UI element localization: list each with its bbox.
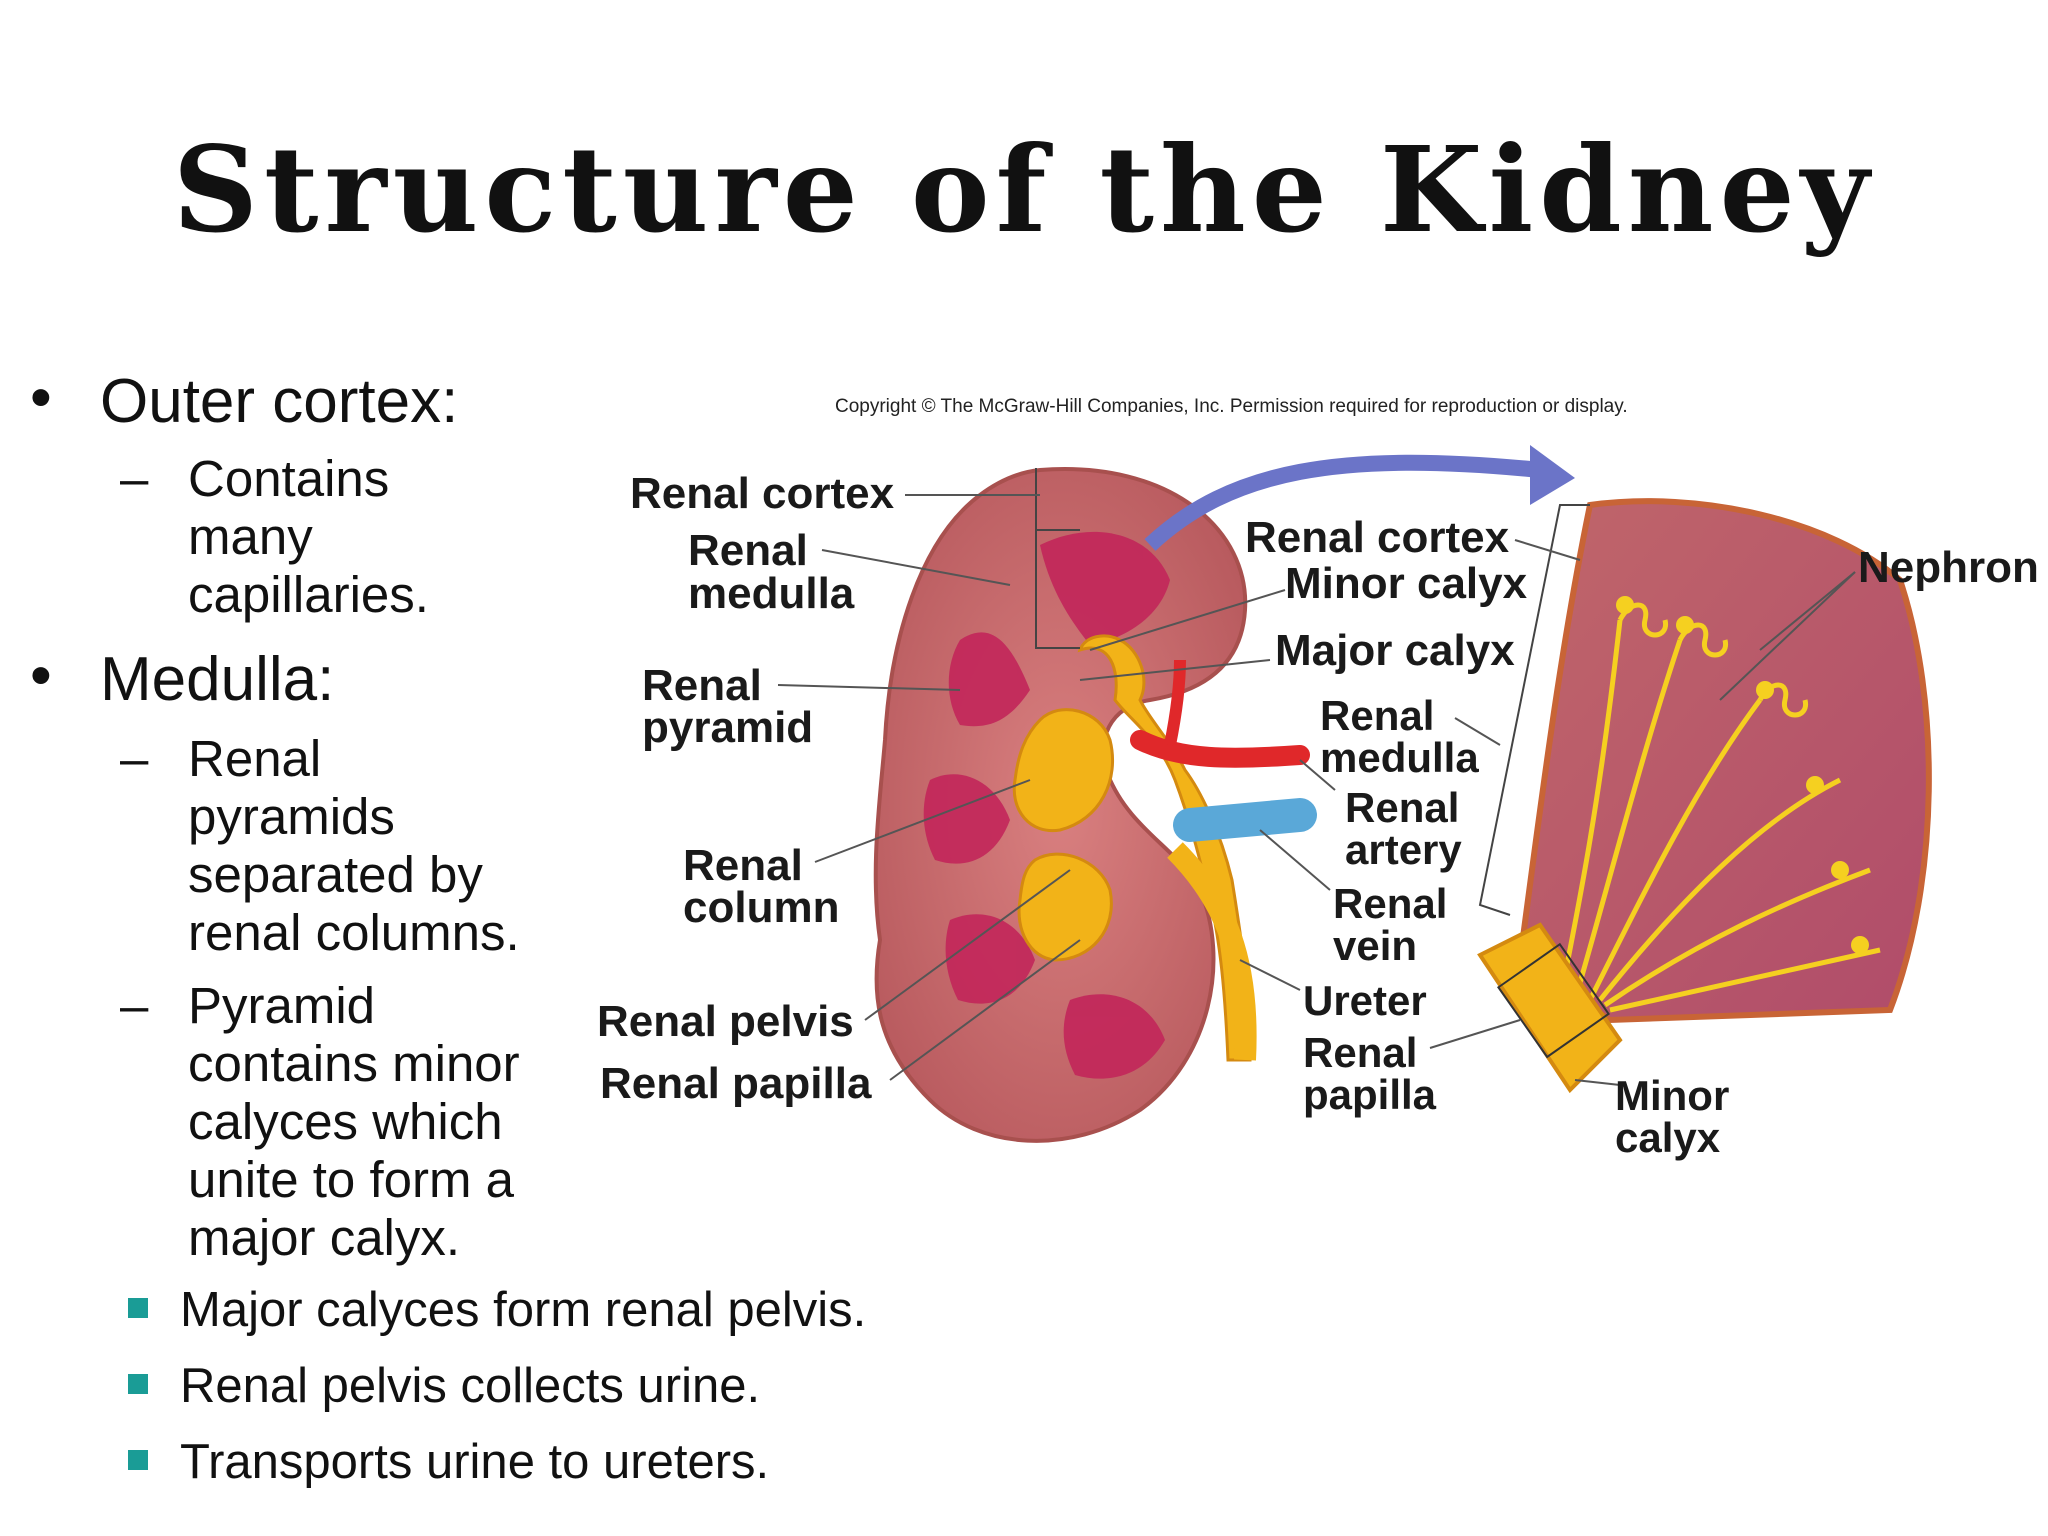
dash-icon: – — [120, 977, 149, 1034]
label-renal-artery-2: artery — [1345, 826, 1462, 873]
sub-line: renal columns. — [188, 904, 520, 961]
label-renal-column-2: column — [683, 883, 839, 932]
dash-icon: – — [120, 730, 149, 787]
bullet-dot-icon: • — [30, 641, 52, 710]
sub-line: unite to form a — [188, 1151, 514, 1208]
copyright-notice: Copyright © The McGraw-Hill Companies, I… — [835, 396, 1628, 417]
label-major-calyx: Major calyx — [1275, 626, 1515, 675]
label-renal-papilla-right: Renal — [1303, 1029, 1417, 1076]
arrow-head-icon — [1530, 445, 1575, 505]
label-nephron: Nephron — [1858, 543, 2039, 592]
square-bullet-1: Major calyces form renal pelvis. — [128, 1282, 867, 1338]
square-bullet-icon — [128, 1450, 148, 1470]
sub-line: many — [188, 508, 313, 565]
bullet-heading: Outer cortex: — [100, 367, 459, 436]
sub-line: capillaries. — [188, 566, 429, 623]
bullet-outer-cortex: • Outer cortex: — [30, 363, 459, 437]
leader-lines — [777, 494, 1856, 1086]
sub-line: major calyx. — [188, 1209, 461, 1266]
glomeruli — [1616, 596, 1869, 954]
bullet-medulla: • Medulla: — [30, 641, 335, 715]
label-minor-calyx-mid: Minor calyx — [1285, 559, 1528, 608]
enlarged-wedge — [1516, 498, 1932, 1024]
sub-line: pyramids — [188, 788, 395, 845]
ureter-shape — [1167, 842, 1257, 1061]
bullet-heading: Medulla: — [100, 645, 335, 714]
square-bullet-text: Renal pelvis collects urine. — [180, 1359, 761, 1413]
label-renal-pelvis: Renal pelvis — [597, 997, 854, 1046]
label-renal-pyramid: Renal — [642, 661, 762, 710]
square-bullet-text: Transports urine to ureters. — [180, 1435, 770, 1489]
label-ureter: Ureter — [1303, 977, 1427, 1024]
sub-bullet-pyramids: – Renal pyramids separated by renal colu… — [120, 730, 520, 962]
renal-artery-shape — [1130, 730, 1310, 768]
label-renal-papilla-right-2: papilla — [1303, 1071, 1437, 1118]
square-bullet-icon — [128, 1298, 148, 1318]
label-minor-calyx-right: Minor — [1615, 1072, 1729, 1119]
sub-line: Contains — [188, 450, 390, 507]
sub-line: Pyramid — [188, 977, 376, 1034]
square-bullet-2: Renal pelvis collects urine. — [128, 1358, 761, 1414]
sub-bullet-pyramid-calyces: – Pyramid contains minor calyces which u… — [120, 977, 520, 1267]
label-renal-pyramid-2: pyramid — [642, 703, 813, 752]
label-renal-column: Renal — [683, 841, 803, 890]
label-renal-vein: Renal — [1333, 880, 1447, 927]
bracket-lines — [1035, 468, 1590, 916]
papilla-box — [1496, 942, 1610, 1059]
label-renal-cortex-right: Renal cortex — [1245, 513, 1510, 562]
label-renal-medulla-right: Renal — [1320, 692, 1434, 739]
label-renal-cortex-left: Renal cortex — [630, 469, 895, 518]
renal-pyramids — [923, 531, 1170, 1079]
label-renal-medulla-left: Renal — [688, 526, 808, 575]
dash-icon: – — [120, 450, 149, 507]
sub-line: separated by — [188, 846, 483, 903]
square-bullet-text: Major calyces form renal pelvis. — [180, 1283, 867, 1337]
slide-title: Structure of the Kidney — [172, 120, 1876, 259]
label-renal-medulla-right-2: medulla — [1320, 734, 1479, 781]
square-bullet-icon — [128, 1374, 148, 1394]
label-renal-artery: Renal — [1345, 784, 1459, 831]
sub-line: calyces which — [188, 1093, 503, 1150]
sub-bullet-capillaries: – Contains many capillaries. — [120, 450, 429, 624]
label-minor-calyx-right-2: calyx — [1615, 1114, 1721, 1161]
sub-line: Renal — [188, 730, 322, 787]
square-bullet-3: Transports urine to ureters. — [128, 1434, 770, 1490]
sub-line: contains minor — [188, 1035, 520, 1092]
curved-arrow — [1144, 454, 1541, 551]
label-renal-medulla-left-2: medulla — [688, 569, 855, 618]
nephron-tubules — [1557, 602, 1881, 1013]
label-renal-papilla-left: Renal papilla — [600, 1059, 872, 1108]
label-renal-vein-2: vein — [1333, 922, 1417, 969]
bullet-dot-icon: • — [30, 363, 52, 432]
renal-vein-shape — [1173, 798, 1317, 842]
